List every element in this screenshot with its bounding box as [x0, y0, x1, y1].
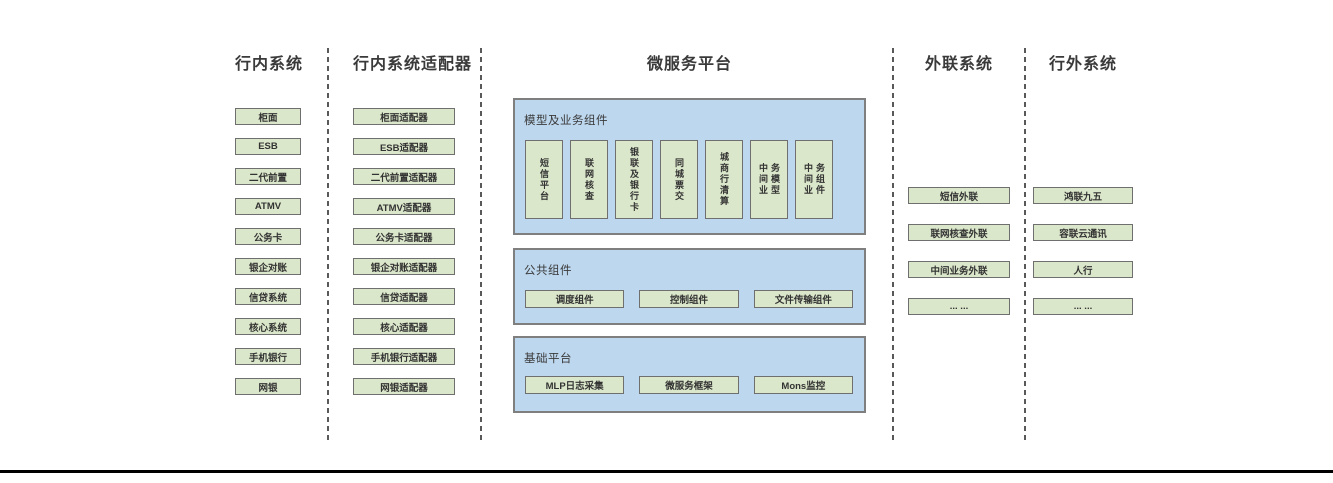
- column-divider: [1024, 48, 1026, 443]
- system-box: 银企对账: [235, 258, 301, 275]
- adapter-box: 公务卡适配器: [353, 228, 455, 245]
- column-internal-systems: 行内系统 柜面 ESB 二代前置 ATMV 公务卡银企对账信贷系统核心系统手机银行网银: [235, 55, 304, 408]
- component-box: 调度组件: [525, 290, 625, 308]
- adapter-box: 网银适配器: [353, 378, 455, 395]
- outbound-box: ... ...: [908, 298, 1010, 315]
- box-list: 短信平台 联网核查 银联及银行卡 同城票交 城商行清算 中间业 务模型 中间业 务组件: [525, 140, 833, 219]
- box-label: 联网核查: [584, 157, 594, 202]
- column-divider: [892, 48, 894, 443]
- component-box: 中间业 务组件: [795, 140, 833, 219]
- component-box: 中间业 务模型: [750, 140, 788, 219]
- column-outbound-systems: 外联系统 短信外联联网核查外联中间业务外联 ... ...: [908, 55, 1010, 335]
- panel-base-platform: 基础平台 MLP日志采集微服务框架 Mons监控: [513, 336, 866, 413]
- box-label: 中间业 务模型: [758, 163, 780, 196]
- column-microservice-platform: 微服务平台 模型及业务组件 短信平台 联网核查 银联及银行卡 同城票交 城商行清算 中间业…: [513, 55, 866, 415]
- outbound-box: 联网核查外联: [908, 224, 1010, 241]
- component-box: 联网核查: [570, 140, 608, 219]
- system-box: 手机银行: [235, 348, 301, 365]
- component-box: 短信平台: [525, 140, 563, 219]
- adapter-box: 手机银行适配器: [353, 348, 455, 365]
- system-box: 信贷系统: [235, 288, 301, 305]
- box-label: 中间业 务组件: [803, 163, 825, 196]
- column-title: 微服务平台: [646, 56, 732, 73]
- outbound-box: 中间业务外联: [908, 261, 1010, 278]
- box-label: 短信平台: [539, 157, 549, 202]
- bottom-rule: [0, 470, 1333, 473]
- component-box: 城商行清算: [705, 140, 743, 219]
- component-box: 银联及银行卡: [615, 140, 653, 219]
- system-box: 公务卡: [235, 228, 301, 245]
- panel-label: 模型及业务组件: [524, 115, 608, 127]
- adapter-box: 银企对账适配器: [353, 258, 455, 275]
- adapter-box: ATMV适配器: [353, 198, 455, 215]
- adapter-box: 核心适配器: [353, 318, 455, 335]
- adapter-box: 二代前置适配器: [353, 168, 455, 185]
- component-box: 控制组件: [639, 290, 739, 308]
- box-list: 柜面 ESB 二代前置 ATMV 公务卡银企对账信贷系统核心系统手机银行网银: [235, 108, 301, 395]
- adapter-box: ESB适配器: [353, 138, 455, 155]
- system-box: ATMV: [235, 198, 301, 215]
- column-title: 行外系统: [1048, 56, 1117, 73]
- adapter-box: 柜面适配器: [353, 108, 455, 125]
- box-list: 调度组件控制组件文件传输组件: [525, 290, 853, 308]
- box-list: 柜面适配器 ESB适配器二代前置适配器 ATMV适配器公务卡适配器银企对账适配器信贷…: [353, 108, 455, 395]
- external-box: 容联云通讯: [1033, 224, 1133, 241]
- outbound-box: 短信外联: [908, 187, 1010, 204]
- panel-label: 公共组件: [524, 265, 572, 277]
- system-box: 柜面: [235, 108, 301, 125]
- column-title: 行内系统: [235, 56, 304, 73]
- box-label: 城商行清算: [719, 152, 729, 207]
- external-box: ... ...: [1033, 298, 1133, 315]
- box-label: 同城票交: [674, 157, 684, 202]
- system-box: ESB: [235, 138, 301, 155]
- column-title: 外联系统: [924, 56, 993, 73]
- panel-model-business-components: 模型及业务组件 短信平台 联网核查 银联及银行卡 同城票交 城商行清算 中间业 务模型 中间…: [513, 98, 866, 235]
- column-divider: [480, 48, 482, 443]
- box-list: 鸿联九五容联云通讯人行 ... ...: [1033, 187, 1133, 315]
- external-box: 人行: [1033, 261, 1133, 278]
- external-box: 鸿联九五: [1033, 187, 1133, 204]
- component-box: Mons监控: [753, 376, 853, 394]
- system-box: 网银: [235, 378, 301, 395]
- panel-label: 基础平台: [524, 353, 572, 365]
- box-list: MLP日志采集微服务框架 Mons监控: [525, 376, 853, 394]
- box-label: 银联及银行卡: [629, 146, 639, 213]
- component-box: 同城票交: [660, 140, 698, 219]
- column-internal-adapters: 行内系统适配器 柜面适配器 ESB适配器二代前置适配器 ATMV适配器公务卡适配器银…: [353, 55, 473, 408]
- adapter-box: 信贷适配器: [353, 288, 455, 305]
- column-divider: [327, 48, 329, 443]
- system-box: 核心系统: [235, 318, 301, 335]
- component-box: 微服务框架: [639, 376, 739, 394]
- column-title: 行内系统适配器: [353, 56, 473, 73]
- component-box: MLP日志采集: [525, 376, 625, 394]
- component-box: 文件传输组件: [753, 290, 853, 308]
- panel-common-components: 公共组件 调度组件控制组件文件传输组件: [513, 248, 866, 325]
- box-list: 短信外联联网核查外联中间业务外联 ... ...: [908, 187, 1010, 315]
- column-external-systems: 行外系统 鸿联九五容联云通讯人行 ... ...: [1033, 55, 1133, 335]
- system-box: 二代前置: [235, 168, 301, 185]
